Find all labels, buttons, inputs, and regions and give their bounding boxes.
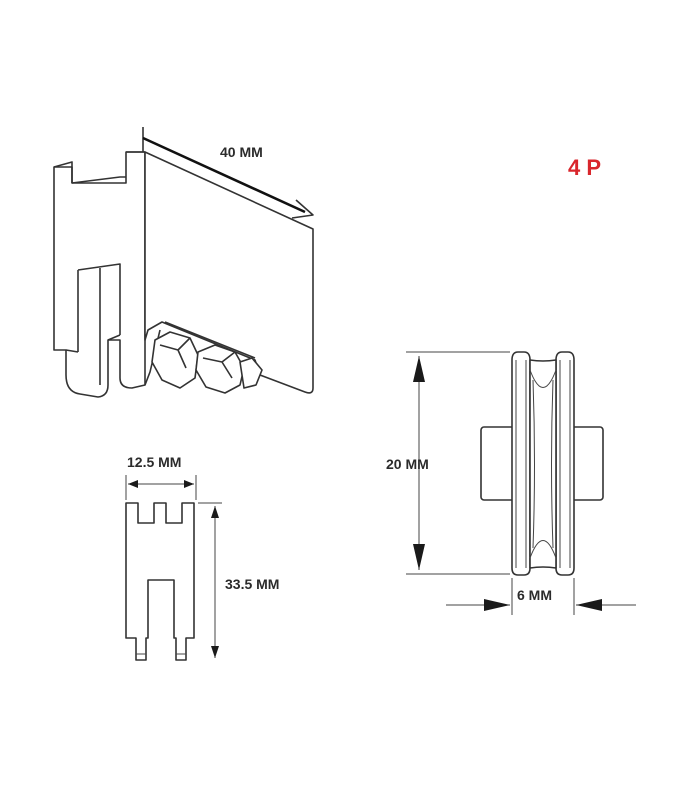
wheel-view: 20 MM 6 MM xyxy=(386,351,636,615)
length-label: 40 MM xyxy=(220,144,263,160)
thickness-label: 6 MM xyxy=(517,587,552,603)
width-dimension xyxy=(125,475,197,500)
height-label: 33.5 MM xyxy=(225,576,279,592)
carrier-leg-detail xyxy=(65,334,121,353)
carrier-slot xyxy=(77,263,121,385)
length-dimension xyxy=(142,127,314,219)
carrier-top-lip xyxy=(53,151,145,184)
quantity-label: 4 P xyxy=(568,155,601,180)
carrier-front-view: 12.5 MM 33.5 MM xyxy=(125,454,279,661)
front-profile-outline xyxy=(125,502,195,661)
height-dimension xyxy=(198,502,222,658)
carrier-wheels xyxy=(151,321,263,394)
wheel-groove xyxy=(529,359,557,569)
carrier-front-face xyxy=(144,151,314,394)
diameter-dimension xyxy=(406,351,510,575)
carrier-isometric-view: 40 MM xyxy=(53,127,314,398)
width-label: 12.5 MM xyxy=(127,454,181,470)
thickness-dimension xyxy=(446,578,636,615)
diameter-label: 20 MM xyxy=(386,456,429,472)
